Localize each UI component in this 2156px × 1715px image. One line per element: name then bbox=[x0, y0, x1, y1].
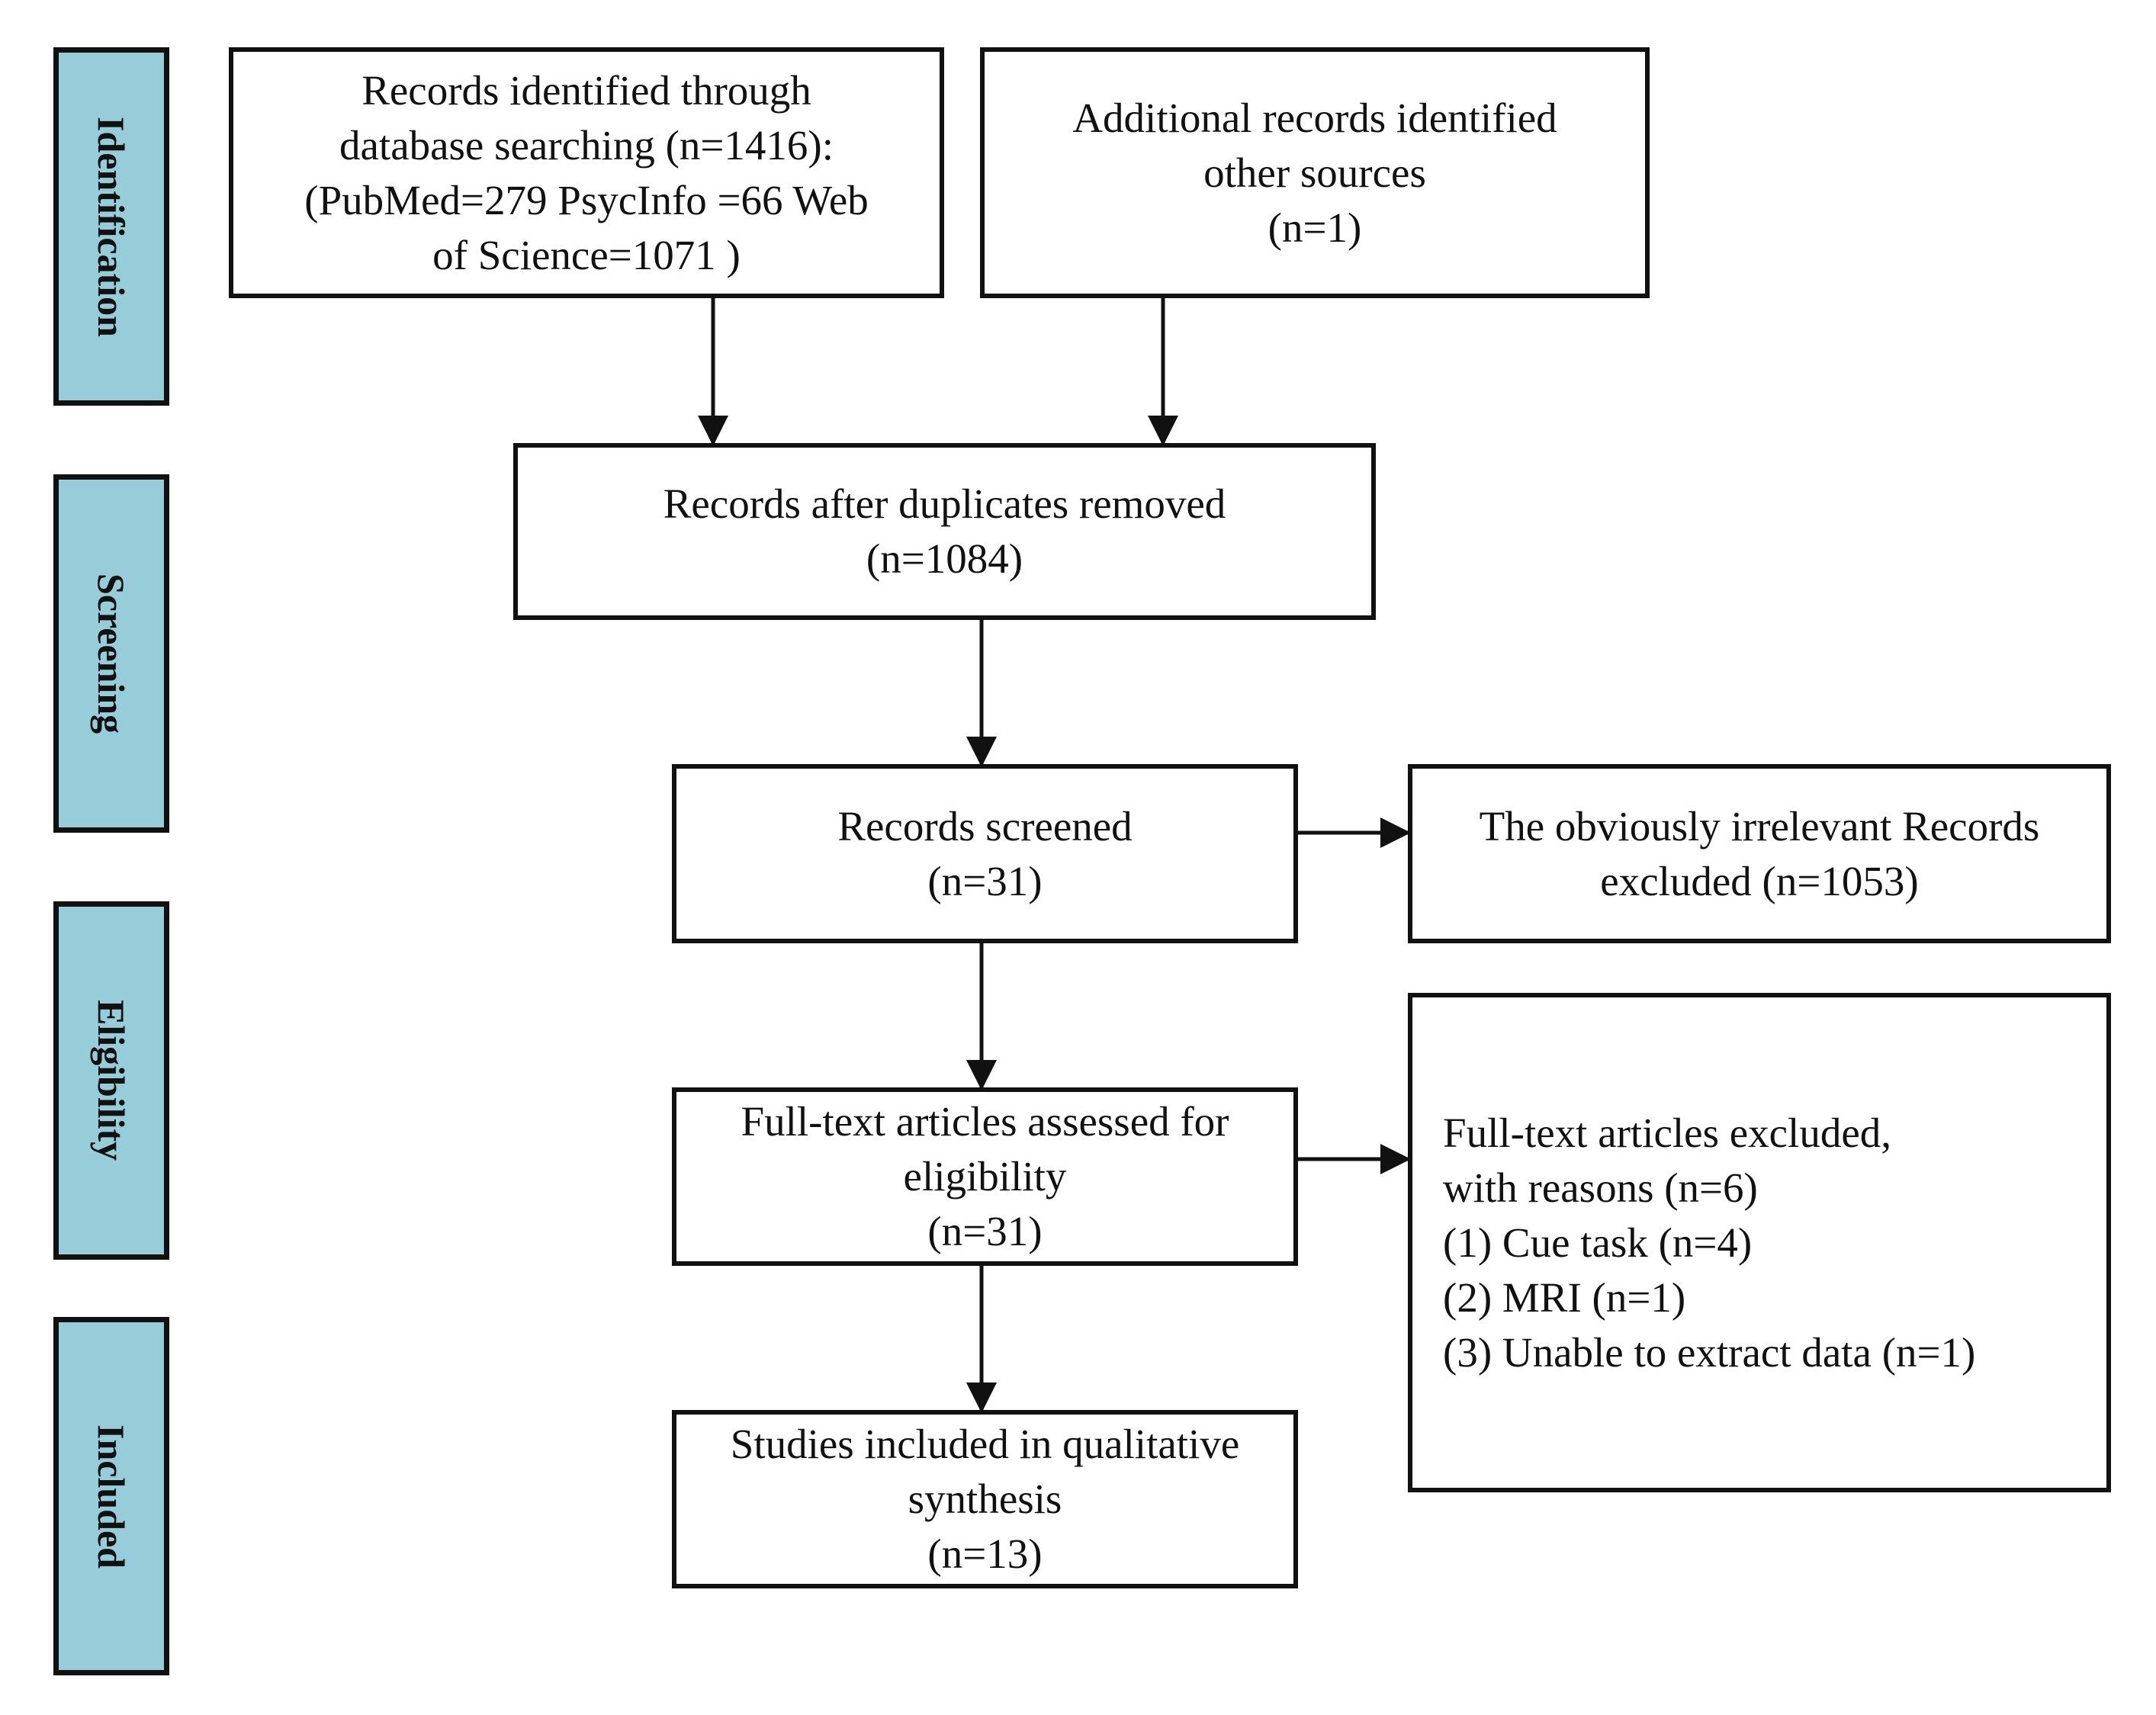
box-studies-included: Studies included in qualitative synthesi… bbox=[672, 1410, 1298, 1588]
text-line: Additional records identified bbox=[1072, 94, 1557, 141]
text-line: Studies included in qualitative bbox=[730, 1421, 1240, 1467]
text-line: synthesis bbox=[908, 1476, 1062, 1522]
stage-included-label: Included bbox=[90, 1424, 133, 1569]
text-line: other sources bbox=[1203, 149, 1426, 196]
text-line: Full-text articles excluded, bbox=[1443, 1109, 1892, 1156]
box-fulltext-assessed: Full-text articles assessed for eligibil… bbox=[672, 1087, 1298, 1266]
stage-eligibility: Eligibility bbox=[53, 901, 169, 1260]
text-line: with reasons (n=6) bbox=[1443, 1164, 1758, 1211]
text-line: (3) Unable to extract data (n=1) bbox=[1443, 1328, 1976, 1376]
stage-included: Included bbox=[53, 1317, 169, 1675]
stage-eligibility-label: Eligibility bbox=[90, 1000, 133, 1161]
text-line: The obviously irrelevant Records bbox=[1479, 802, 2040, 849]
text-line: of Science=1071 ) bbox=[432, 231, 741, 278]
box-irrelevant-excluded: The obviously irrelevant Records exclude… bbox=[1408, 764, 2111, 943]
text-line: (n=31) bbox=[927, 1208, 1043, 1254]
text-line: (n=1084) bbox=[866, 535, 1023, 582]
text-line: (PubMed=279 PsycInfo =66 Web bbox=[304, 176, 869, 223]
text-line: (2) MRI (n=1) bbox=[1443, 1273, 1686, 1321]
text-line: database searching (n=1416): bbox=[339, 121, 834, 169]
text-line: (n=31) bbox=[927, 857, 1043, 904]
stage-screening: Screening bbox=[53, 474, 169, 833]
stage-screening-label: Screening bbox=[90, 573, 133, 734]
text-line: (1) Cue task (n=4) bbox=[1443, 1219, 1753, 1266]
box-records-screened: Records screened (n=31) bbox=[672, 764, 1298, 943]
text-line: Records screened bbox=[837, 802, 1133, 849]
stage-identification: Identification bbox=[53, 47, 169, 406]
text-line: (n=13) bbox=[927, 1530, 1043, 1577]
box-database-search: Records identified through database sear… bbox=[229, 47, 944, 298]
text-line: Full-text articles assessed for bbox=[741, 1098, 1229, 1145]
text-line: eligibility bbox=[903, 1153, 1067, 1200]
box-other-sources: Additional records identified other sour… bbox=[980, 47, 1650, 298]
stage-identification-label: Identification bbox=[90, 116, 133, 337]
text-line: excluded (n=1053) bbox=[1600, 857, 1919, 904]
text-line: (n=1) bbox=[1268, 204, 1362, 251]
box-fulltext-excluded: Full-text articles excluded, with reason… bbox=[1408, 993, 2111, 1492]
text-line: Records after duplicates removed bbox=[663, 480, 1226, 527]
box-duplicates-removed: Records after duplicates removed (n=1084… bbox=[513, 443, 1376, 620]
text-line: Records identified through bbox=[361, 66, 811, 114]
